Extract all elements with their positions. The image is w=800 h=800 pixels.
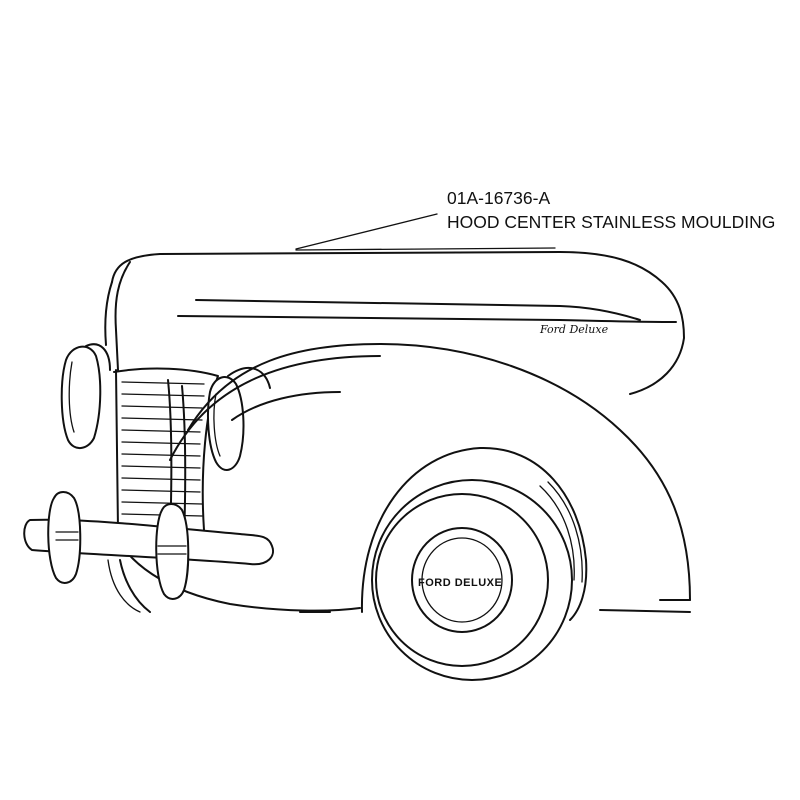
lower-body-lines <box>107 559 331 613</box>
part-name-label: HOOD CENTER STAINLESS MOULDING <box>447 212 775 232</box>
hood: Ford Deluxe <box>104 247 685 395</box>
grille <box>113 367 219 541</box>
hood-center-moulding <box>295 247 556 251</box>
front-wheel: FORD DELUXE <box>360 446 588 681</box>
left-headlamp <box>60 343 111 449</box>
left-bumper-guard <box>47 491 82 584</box>
center-bumper-guard <box>155 503 190 600</box>
hood-script-emblem: Ford Deluxe <box>539 323 609 336</box>
callout-leader-line <box>295 213 438 250</box>
hubcap-text: FORD DELUXE <box>418 577 502 589</box>
front-bumper <box>23 491 274 613</box>
part-number-label: 01A-16736-A <box>447 188 550 208</box>
front-fender <box>117 343 691 613</box>
part-callout: 01A-16736-A HOOD CENTER STAINLESS MOULDI… <box>295 188 775 250</box>
right-headlamp <box>207 367 271 471</box>
